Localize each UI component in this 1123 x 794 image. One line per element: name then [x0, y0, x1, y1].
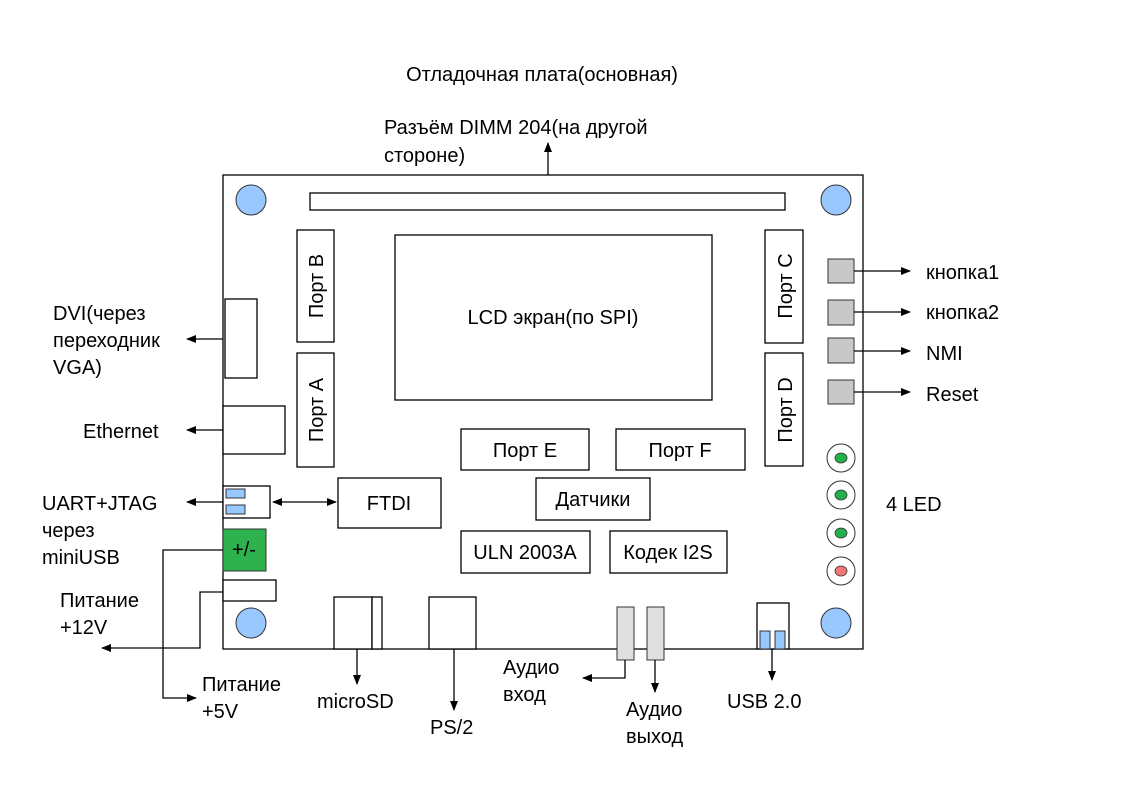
uln-label: ULN 2003A [473, 542, 577, 564]
port-f-label: Порт F [648, 440, 711, 462]
port-d-label: Порт D [775, 377, 797, 442]
uln-chip [460, 530, 591, 574]
uart-label-2: через [42, 520, 95, 542]
led-1 [834, 452, 848, 464]
microsd-label: microSD [317, 691, 394, 713]
power5-arrow [162, 549, 223, 702]
port-d [764, 352, 804, 467]
sensors-label: Датчики [556, 489, 631, 511]
port-e [460, 428, 590, 471]
button-1-label: кнопка1 [926, 262, 999, 284]
button-2-body[interactable] [827, 299, 855, 326]
sensors-block [535, 477, 651, 521]
ftdi-chip [337, 477, 442, 529]
audio-out-label-1: Аудио [626, 699, 682, 721]
button-1-body[interactable] [827, 258, 855, 284]
codec-chip [609, 530, 728, 574]
button-2[interactable]: кнопка2 [827, 299, 999, 326]
button-nmi[interactable]: NMI [827, 337, 963, 365]
ftdi-label: FTDI [367, 493, 411, 515]
button-reset[interactable]: Reset [827, 379, 979, 406]
port-b [296, 229, 335, 343]
led-2 [834, 489, 848, 501]
dvi-label-3: VGA) [53, 357, 102, 379]
audio-in-arrow [582, 660, 626, 682]
power5-label-1: Питание [202, 674, 281, 696]
dvi-label-2: переходник [53, 330, 160, 352]
audio-in-label-2: вход [503, 684, 546, 706]
usb-contact-2 [774, 630, 786, 650]
power12-label-1: Питание [60, 590, 139, 612]
led-group [826, 443, 856, 586]
lcd-screen [394, 234, 713, 401]
mount-hole-top-right [820, 184, 852, 216]
ps2-connector [428, 596, 477, 650]
audio-out-label-2: выход [626, 726, 683, 748]
power5-label-2: +5V [202, 701, 239, 723]
usb-contact-1 [759, 630, 771, 650]
power12-label-2: +12V [60, 617, 108, 639]
dimm-slot [309, 192, 786, 211]
mount-hole-bottom-right [820, 607, 852, 639]
diagram-title: Отладочная плата(основная) [406, 64, 678, 86]
microsd-slot [333, 596, 373, 650]
led-label: 4 LED [886, 494, 942, 516]
port-f [615, 428, 746, 471]
dimm-label-line2: стороне) [384, 145, 465, 167]
power-switch-label: +/- [232, 539, 256, 561]
button-reset-body[interactable] [827, 379, 855, 405]
codec-label: Кодек I2S [623, 542, 712, 564]
led-3 [834, 527, 848, 539]
ethernet-label: Ethernet [83, 421, 159, 443]
ps2-label: PS/2 [430, 717, 473, 739]
microsd-slot-edge [371, 596, 383, 650]
port-e-label: Порт E [493, 440, 557, 462]
mount-hole-top-left [235, 184, 267, 216]
miniusb-contact-2 [225, 504, 246, 515]
power-switch[interactable] [222, 528, 267, 572]
port-a-label: Порт A [306, 377, 328, 442]
uart-label-1: UART+JTAG [42, 493, 157, 515]
dimm-label-line1: Разъём DIMM 204(на другой [384, 117, 648, 139]
port-c [764, 229, 804, 344]
port-a [296, 352, 335, 468]
audio-in-jack [616, 606, 635, 661]
port-c-label: Порт C [775, 253, 797, 318]
dvi-label-1: DVI(через [53, 303, 146, 325]
usb-label: USB 2.0 [727, 691, 801, 713]
button-1[interactable]: кнопка1 [827, 258, 999, 284]
led-4 [834, 565, 848, 577]
mount-hole-bottom-left [235, 607, 267, 639]
button-2-label: кнопка2 [926, 302, 999, 324]
audio-out-jack [646, 606, 665, 661]
audio-in-label-1: Аудио [503, 657, 559, 679]
lcd-label: LCD экран(по SPI) [468, 307, 639, 329]
dvi-connector [224, 298, 258, 379]
miniusb-contact-1 [225, 488, 246, 499]
button-nmi-body[interactable] [827, 337, 855, 364]
ethernet-connector [222, 405, 286, 455]
power12-connector [222, 579, 277, 602]
button-reset-label: Reset [926, 384, 979, 406]
power12-arrow [101, 591, 223, 652]
uart-label-3: miniUSB [42, 547, 120, 569]
port-b-label: Порт B [306, 254, 328, 318]
button-nmi-label: NMI [926, 343, 963, 365]
